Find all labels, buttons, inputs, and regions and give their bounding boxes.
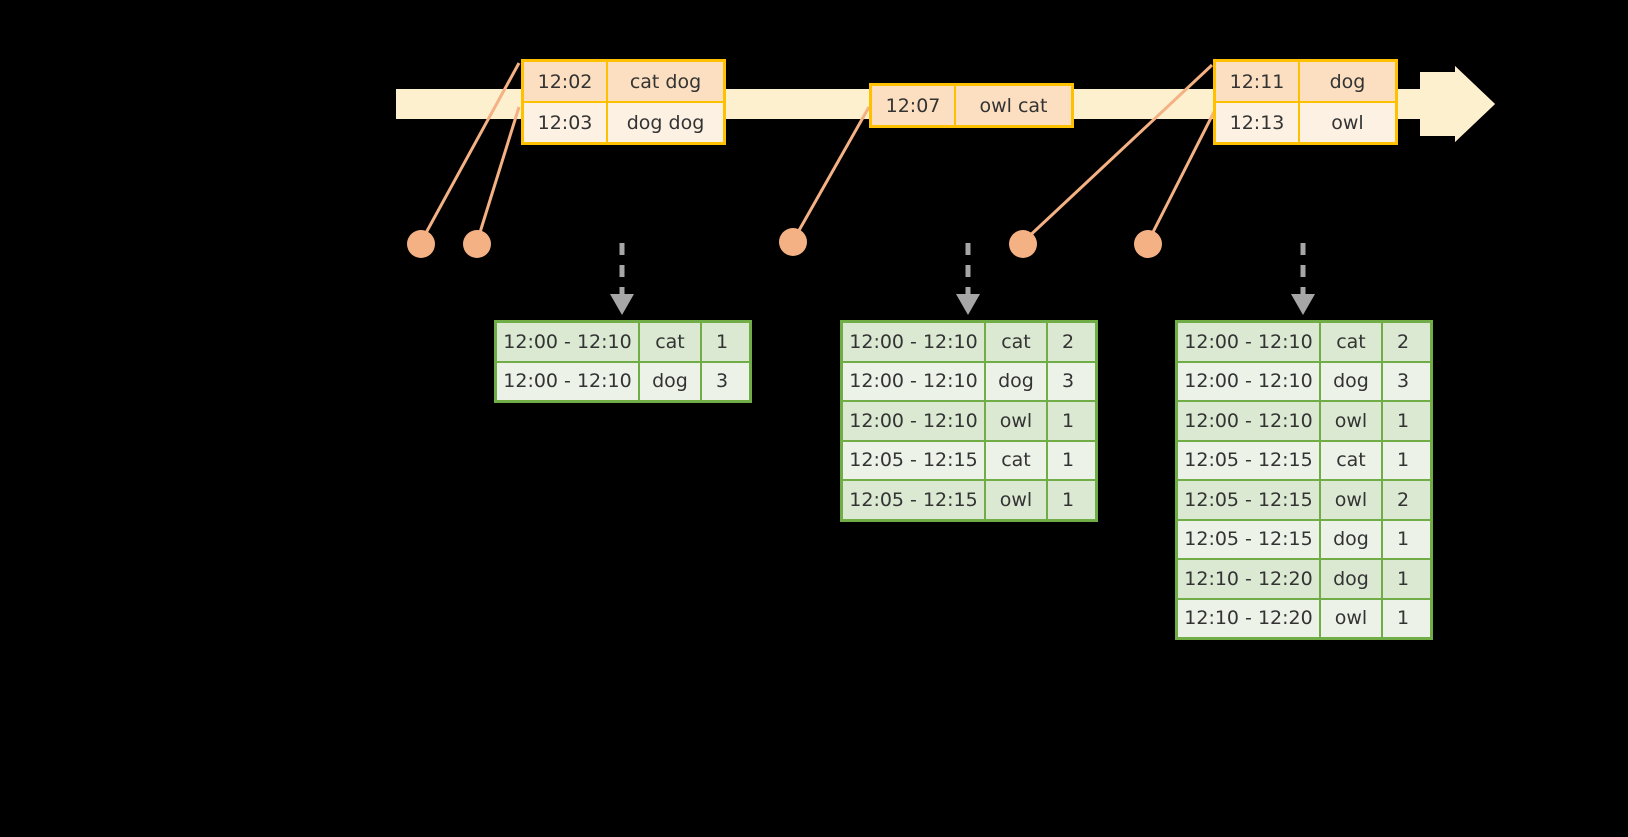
event-box-2[interactable]: 12:07 owl cat (869, 83, 1074, 128)
connector-line-5 (1146, 109, 1217, 243)
cell-word: dog (640, 362, 702, 400)
cell-count: 1 (1396, 528, 1410, 551)
event-dots (407, 228, 1162, 258)
emit-arrowhead-3 (1291, 294, 1315, 315)
cell-window: 12:00 - 12:10 (843, 362, 986, 400)
cell-count: 1 (1061, 488, 1075, 511)
cell-word: dog (1321, 362, 1383, 400)
cell-window: 12:05 - 12:15 (1178, 441, 1321, 479)
cell-count: 1 (1396, 409, 1410, 432)
event-dot-1 (407, 230, 435, 258)
connector-line-1 (419, 62, 521, 243)
event-row[interactable]: 12:07 owl cat (872, 86, 1071, 125)
cell-count: 1 (715, 330, 729, 353)
event-dot-5 (1134, 230, 1162, 258)
cell-word: owl (1321, 402, 1383, 440)
cell-window: 12:10 - 12:20 (1178, 560, 1321, 598)
cell-window: 12:05 - 12:15 (843, 481, 986, 519)
cell-count: 2 (1061, 330, 1075, 353)
event-dot-2 (463, 230, 491, 258)
cell-word: cat (640, 323, 702, 361)
cell-count: 1 (1061, 409, 1075, 432)
event-words: dog dog (626, 111, 705, 134)
event-time: 12:13 (1216, 103, 1300, 142)
cell-word: dog (1321, 560, 1383, 598)
cell-window: 12:00 - 12:10 (1178, 362, 1321, 400)
emit-arrow-heads (610, 294, 1315, 315)
cell-count: 2 (1396, 330, 1410, 353)
cell-word: cat (1321, 323, 1383, 361)
emit-arrowhead-2 (956, 294, 980, 315)
event-box-1[interactable]: 12:02 cat dog 12:03 dog dog (521, 59, 726, 145)
cell-word: cat (986, 323, 1048, 361)
event-words: owl (1331, 111, 1364, 134)
cell-window: 12:00 - 12:10 (843, 323, 986, 361)
connector-line-3 (791, 106, 871, 242)
event-words: dog (1329, 70, 1366, 93)
event-row[interactable]: 12:13 owl (1216, 101, 1395, 142)
emit-arrows (619, 243, 1306, 295)
cell-count: 1 (1061, 449, 1075, 472)
cell-word: cat (986, 441, 1048, 479)
event-time: 12:03 (524, 103, 608, 142)
cell-count: 3 (1061, 370, 1075, 393)
cell-window: 12:00 - 12:10 (843, 402, 986, 440)
cell-word: owl (1321, 599, 1383, 637)
event-dot-3 (779, 228, 807, 256)
event-dot-4 (1009, 230, 1037, 258)
cell-window: 12:00 - 12:10 (497, 362, 640, 400)
cell-count: 3 (1396, 370, 1410, 393)
event-time: 12:02 (524, 62, 608, 101)
cell-count: 3 (715, 370, 729, 393)
event-words: cat dog (629, 70, 702, 93)
cell-window: 12:05 - 12:15 (1178, 481, 1321, 519)
cell-word: cat (1321, 441, 1383, 479)
cell-window: 12:05 - 12:15 (1178, 520, 1321, 558)
cell-word: owl (1321, 481, 1383, 519)
cell-count: 2 (1396, 488, 1410, 511)
event-time: 12:07 (872, 86, 956, 125)
event-row[interactable]: 12:03 dog dog (524, 101, 723, 142)
cell-count: 1 (1396, 449, 1410, 472)
connector-line-2 (475, 106, 521, 243)
cell-window: 12:05 - 12:15 (843, 441, 986, 479)
cell-word: owl (986, 481, 1048, 519)
cell-window: 12:00 - 12:10 (1178, 402, 1321, 440)
cell-count: 1 (1396, 567, 1410, 590)
cell-window: 12:00 - 12:10 (1178, 323, 1321, 361)
cell-word: dog (986, 362, 1048, 400)
event-time: 12:11 (1216, 62, 1300, 101)
cell-count: 1 (1396, 607, 1410, 630)
event-words: owl cat (979, 94, 1048, 117)
event-row[interactable]: 12:11 dog (1216, 62, 1395, 101)
event-box-3[interactable]: 12:11 dog 12:13 owl (1213, 59, 1398, 145)
cell-window: 12:10 - 12:20 (1178, 599, 1321, 637)
cell-word: dog (1321, 520, 1383, 558)
cell-word: owl (986, 402, 1048, 440)
connector-line-4 (1021, 63, 1214, 244)
event-connectors (419, 62, 1217, 244)
emit-arrowhead-1 (610, 294, 634, 315)
cell-window: 12:00 - 12:10 (497, 323, 640, 361)
event-row[interactable]: 12:02 cat dog (524, 62, 723, 101)
